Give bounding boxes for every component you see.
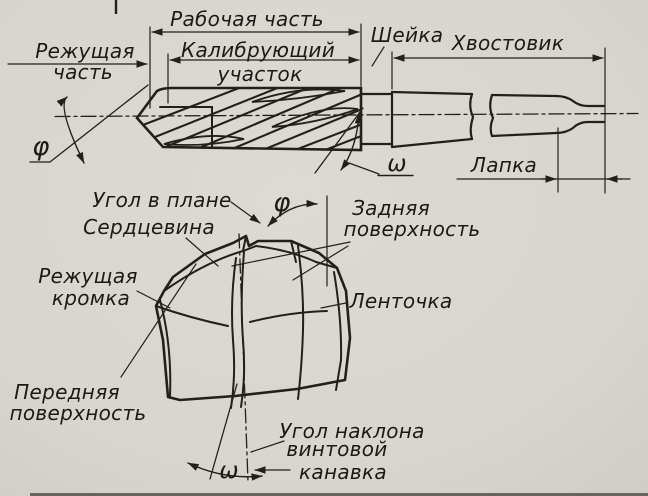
leader-margin (320, 302, 347, 309)
leader-web (185, 237, 219, 267)
phi-angle-arc (56, 96, 85, 164)
extension-lines (149, 23, 606, 194)
label-cutting-part-1: Режущая (35, 39, 134, 63)
leader-rake-face (120, 263, 197, 378)
label-flank-face-1: Задняя (352, 196, 430, 220)
label-calibrating-section-1: Калибрующий (181, 38, 335, 62)
label-phi-point: φ (273, 188, 290, 218)
label-cutting-edge-2: кромка (52, 286, 130, 310)
label-working-part: Рабочая часть (170, 7, 324, 31)
point-axis-line (238, 233, 249, 483)
point-leaders (120, 237, 349, 378)
label-neck: Шейка (371, 23, 444, 47)
leader-flank-face (292, 245, 349, 281)
label-web: Сердцевина (83, 215, 215, 239)
label-omega-point: ω (219, 458, 239, 484)
drill-neck (359, 90, 394, 149)
phi-angle-side (29, 84, 149, 164)
label-tang: Лапка (470, 153, 537, 177)
omega-arc-point (187, 462, 263, 481)
label-margin: Ленточка (349, 289, 453, 313)
drill-point-outline (154, 234, 352, 402)
leader-helix-1 (250, 440, 285, 453)
label-helix-angle-1: Угол наклона (279, 419, 424, 443)
leader-cutting-edge (136, 290, 171, 309)
side-view: Рабочая часть Калибрующий участок Режуща… (7, 7, 639, 194)
label-rake-face-1: Передняя (14, 380, 120, 404)
label-helix-angle-2: винтовой (286, 437, 387, 461)
drill-tang (554, 94, 606, 135)
label-calibrating-section-2: участок (217, 62, 303, 86)
leader-point-angle (230, 201, 261, 224)
scan-edge (30, 493, 648, 496)
label-shank: Хвостовик (451, 31, 564, 55)
phi-angle-point (230, 195, 351, 287)
phi-arc-point (267, 199, 318, 227)
label-cutting-part-2: часть (53, 60, 113, 84)
drill-flutes (137, 88, 361, 150)
drill-point-facets (155, 235, 343, 409)
omega-leader (348, 162, 380, 175)
label-helix-angle-3: канавка (299, 460, 387, 484)
omega-angle-arc (340, 112, 363, 171)
label-omega-side: ω (387, 151, 407, 177)
label-flank-face-2: поверхность (344, 217, 481, 241)
omega-angle-point (187, 383, 291, 481)
leader-neck (371, 46, 385, 67)
phi-reference-line (29, 84, 149, 163)
label-point-angle: Угол в плане (92, 188, 231, 212)
point-view: Угол в плане Сердцевина Режущая кромка П… (10, 188, 481, 484)
omega-angle-side (314, 107, 414, 177)
label-phi-side: φ (32, 132, 49, 162)
drill-shank (390, 90, 558, 149)
phi-edge-line (231, 241, 351, 267)
flute-lands (159, 88, 359, 147)
label-rake-face-2: поверхность (10, 401, 147, 425)
label-cutting-edge-1: Режущая (38, 264, 137, 288)
